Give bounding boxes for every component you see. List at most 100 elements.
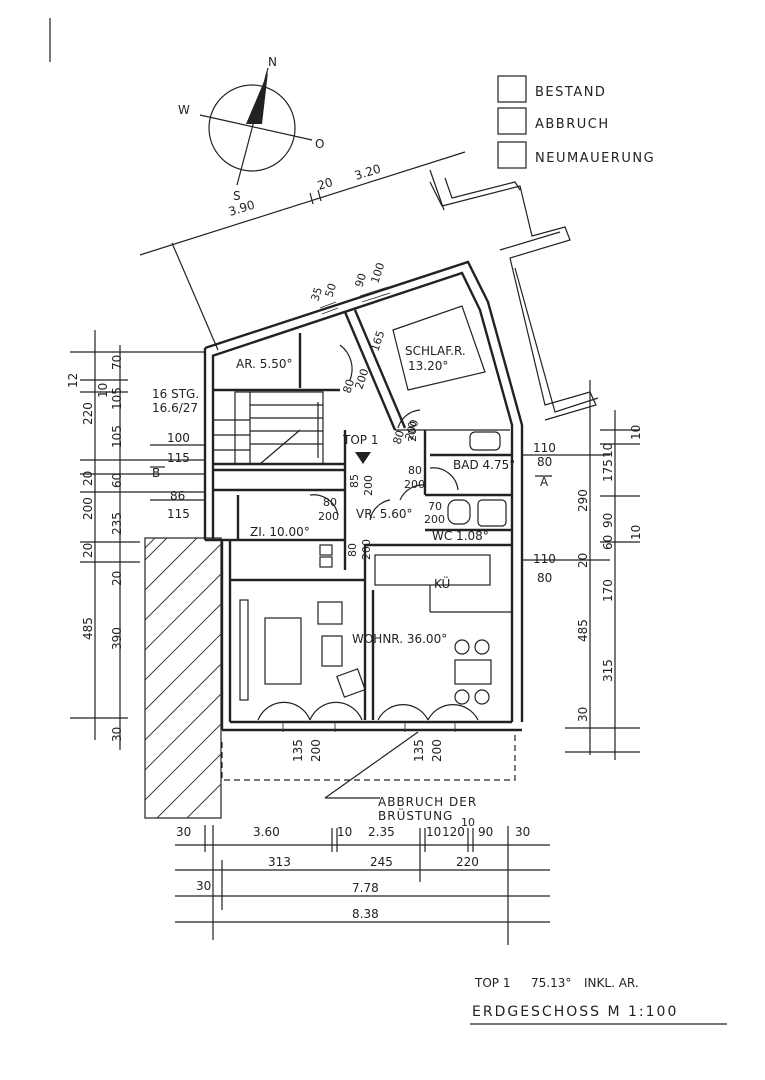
stair-steps-label: 16 STG. (152, 387, 199, 401)
room-schlafzimmer-area: 13.20° (408, 359, 448, 373)
dim-200-h: 200 (406, 421, 419, 442)
dim-85: 85 (348, 474, 361, 488)
dim-200-b: 200 (402, 418, 421, 442)
dim-right-110-b: 110 (533, 552, 556, 566)
dim-opening-135-a: 135 (291, 739, 305, 762)
compass-rose: N W S O (178, 55, 324, 203)
dim-bottom-10-c: 10 (461, 816, 475, 829)
dim-bottom-10-b: 10 (426, 825, 441, 839)
dim-opening-200-a: 200 (309, 739, 323, 762)
dim-left-70: 70 (110, 355, 124, 370)
annotation-line2: BRÜSTUNG (378, 807, 453, 823)
legend-label-abbruch: ABBRUCH (535, 117, 610, 132)
hatched-neighbour-area (144, 537, 222, 819)
room-labels: AR. 5.50° SCHLAF.R. 13.20° 16 STG. 16.6/… (152, 344, 515, 646)
compass-north-label: N (268, 55, 277, 69)
dim-left-200: 200 (81, 497, 95, 520)
building-walls (203, 177, 599, 732)
dim-bottom-30-b: 30 (515, 825, 530, 839)
dim-bottom-120: 120 (442, 825, 465, 839)
dim-165: 165 (368, 329, 387, 353)
compass-wo-axis (199, 114, 313, 141)
dim-left-220: 220 (81, 402, 95, 425)
interior-walls (213, 305, 512, 720)
dim-opening-200-b: 200 (430, 739, 444, 762)
entrance-arrow-icon (355, 452, 371, 464)
dim-80-d: 80 (323, 496, 337, 509)
dim-200-e: 200 (424, 513, 445, 526)
dim-left-12: 12 (66, 373, 80, 388)
room-kueche-label: KÜ (434, 575, 450, 591)
upper-windows (319, 286, 391, 315)
dim-right-v-485: 485 (576, 619, 590, 642)
dim-70: 70 (428, 500, 442, 513)
dim-window-115-b: 115 (167, 507, 190, 521)
dim-right-v-10-a: 10 (629, 425, 643, 440)
summary-suffix: INKL. AR. (584, 976, 639, 990)
dim-left-20-c: 20 (110, 571, 124, 586)
bottom-opening-dimensions: 135 200 135 200 (291, 739, 444, 762)
dim-35: 35 (308, 286, 325, 303)
dim-200-f: 200 (318, 510, 339, 523)
dim-50: 50 (322, 282, 339, 299)
room-wc-label: WC 1.08° (432, 529, 489, 543)
room-bad-label: BAD 4.75° (453, 458, 515, 472)
bottom-dimension-chains: 30 3.60 10 2.35 10 120 10 90 30 313 245 … (175, 816, 550, 945)
section-mark-b: B (152, 466, 160, 480)
legend-swatch-neumauerung (497, 141, 527, 169)
dim-right-v-315: 315 (601, 659, 615, 682)
door-swings (257, 344, 479, 721)
dim-200-g: 200 (360, 539, 373, 560)
dim-right-v-175: 175 (601, 459, 615, 482)
dim-200-d: 200 (404, 478, 425, 491)
drawing-title: ERDGESCHOSS M 1:100 (472, 1004, 678, 1020)
room-wohnraum-label: WOHNR. 36.00° (352, 632, 447, 646)
dim-left-20-b: 20 (81, 543, 95, 558)
legend-label-neumauerung: NEUMAUERUNG (535, 151, 655, 166)
dim-right-110-a: 110 (533, 441, 556, 455)
dim-right-v-90: 90 (601, 513, 615, 528)
dim-bottom-30-a: 30 (176, 825, 191, 839)
dim-left-20-a: 20 (81, 471, 95, 486)
dim-left-485: 485 (81, 617, 95, 640)
dim-left-390: 390 (110, 627, 124, 650)
dim-bottom-30-c: 30 (196, 879, 211, 893)
dim-right-v-10-b: 10 (601, 443, 615, 458)
dim-opening-135-b: 135 (412, 739, 426, 762)
dim-right-v-60: 60 (601, 535, 615, 550)
right-dimension-chains: 110 80 110 80 10 10 175 290 90 60 10 20 … (522, 380, 643, 760)
dim-right-v-290: 290 (576, 489, 590, 512)
summary-area: 75.13° (531, 976, 571, 990)
dim-bottom-220: 220 (456, 855, 479, 869)
dim-bottom-235: 2.35 (368, 825, 395, 839)
compass-north-arrow (246, 72, 268, 124)
room-vorraum-label: VR. 5.60° (356, 507, 412, 521)
dim-90: 90 (352, 272, 369, 289)
dim-left-60: 60 (110, 473, 124, 488)
compass-west-label: W (178, 103, 190, 117)
dim-right-v-170: 170 (601, 579, 615, 602)
dim-window-115-a: 115 (167, 451, 190, 465)
dim-bottom-90: 90 (478, 825, 493, 839)
compass-east-label: O (315, 137, 324, 151)
dim-left-30: 30 (110, 727, 124, 742)
room-ar-label: AR. 5.50° (236, 357, 292, 371)
dim-bottom-838: 8.38 (352, 907, 379, 921)
legend-swatch-abbruch (497, 107, 527, 135)
dim-80-a: 80 (340, 378, 357, 395)
dim-bottom-10-a: 10 (337, 825, 352, 839)
top-label: TOP 1 (342, 433, 378, 447)
dim-bottom-245: 245 (370, 855, 393, 869)
footer: TOP 1 75.13° INKL. AR. ERDGESCHOSS M 1:1… (470, 976, 727, 1025)
summary-top-label: TOP 1 (474, 976, 510, 990)
dim-left-105-b: 105 (110, 425, 124, 448)
dim-80-c: 80 (408, 464, 422, 477)
section-mark-a: A (540, 475, 549, 489)
dim-right-80-a: 80 (537, 455, 552, 469)
dim-left-235: 235 (110, 512, 124, 535)
legend-label-bestand: BESTAND (535, 85, 606, 100)
dim-bottom-778: 7.78 (352, 881, 379, 895)
dim-100: 100 (368, 261, 387, 285)
dim-top-390: 3.90 (227, 198, 257, 219)
